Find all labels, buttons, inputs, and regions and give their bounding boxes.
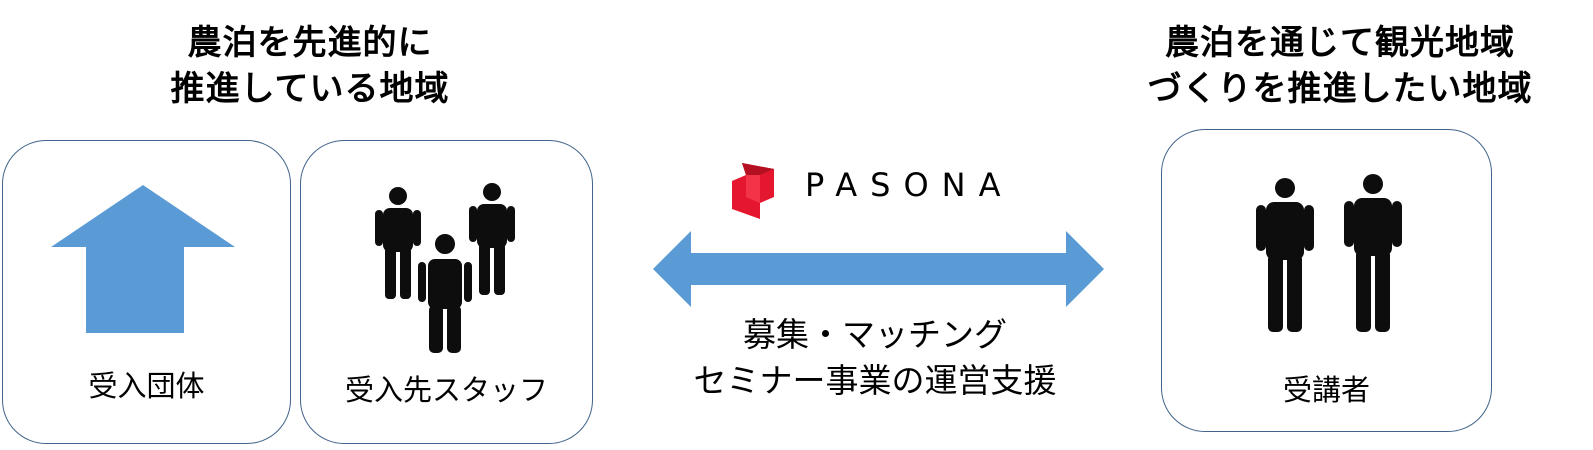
host-staff-label: 受入先スタッフ bbox=[344, 373, 548, 407]
right-region-heading: 農泊を通じて観光地域 づくりを推進したい地域 bbox=[1120, 20, 1560, 112]
person-icon bbox=[1344, 174, 1402, 332]
left-heading-line2: 推進している地域 bbox=[170, 69, 450, 109]
double-arrow-icon bbox=[653, 231, 1104, 307]
two-people-icon bbox=[1256, 174, 1402, 332]
people-group-icon bbox=[375, 183, 515, 353]
service-line2: セミナー事業の運営支援 bbox=[693, 361, 1057, 400]
person-icon bbox=[469, 183, 515, 295]
left-heading-line1: 農泊を先進的に bbox=[187, 23, 433, 63]
trainee-label: 受講者 bbox=[1282, 373, 1370, 407]
host-organization-card: 受入団体 bbox=[2, 140, 291, 444]
person-icon bbox=[375, 187, 421, 299]
host-organization-label: 受入団体 bbox=[88, 369, 205, 403]
right-heading-line1: 農泊を通じて観光地域 bbox=[1165, 23, 1515, 63]
host-staff-card: 受入先スタッフ bbox=[300, 140, 593, 444]
pasona-logo-icon bbox=[732, 163, 774, 219]
person-icon bbox=[1256, 178, 1314, 332]
service-description: 募集・マッチング セミナー事業の運営支援 bbox=[640, 312, 1110, 404]
person-icon bbox=[416, 232, 474, 353]
pasona-wordmark: PASONA bbox=[805, 166, 1014, 204]
service-line1: 募集・マッチング bbox=[743, 315, 1007, 354]
right-heading-line2: づくりを推進したい地域 bbox=[1147, 69, 1533, 109]
house-icon bbox=[51, 185, 235, 333]
left-region-heading: 農泊を先進的に 推進している地域 bbox=[120, 20, 500, 112]
trainee-card: 受講者 bbox=[1161, 129, 1492, 432]
